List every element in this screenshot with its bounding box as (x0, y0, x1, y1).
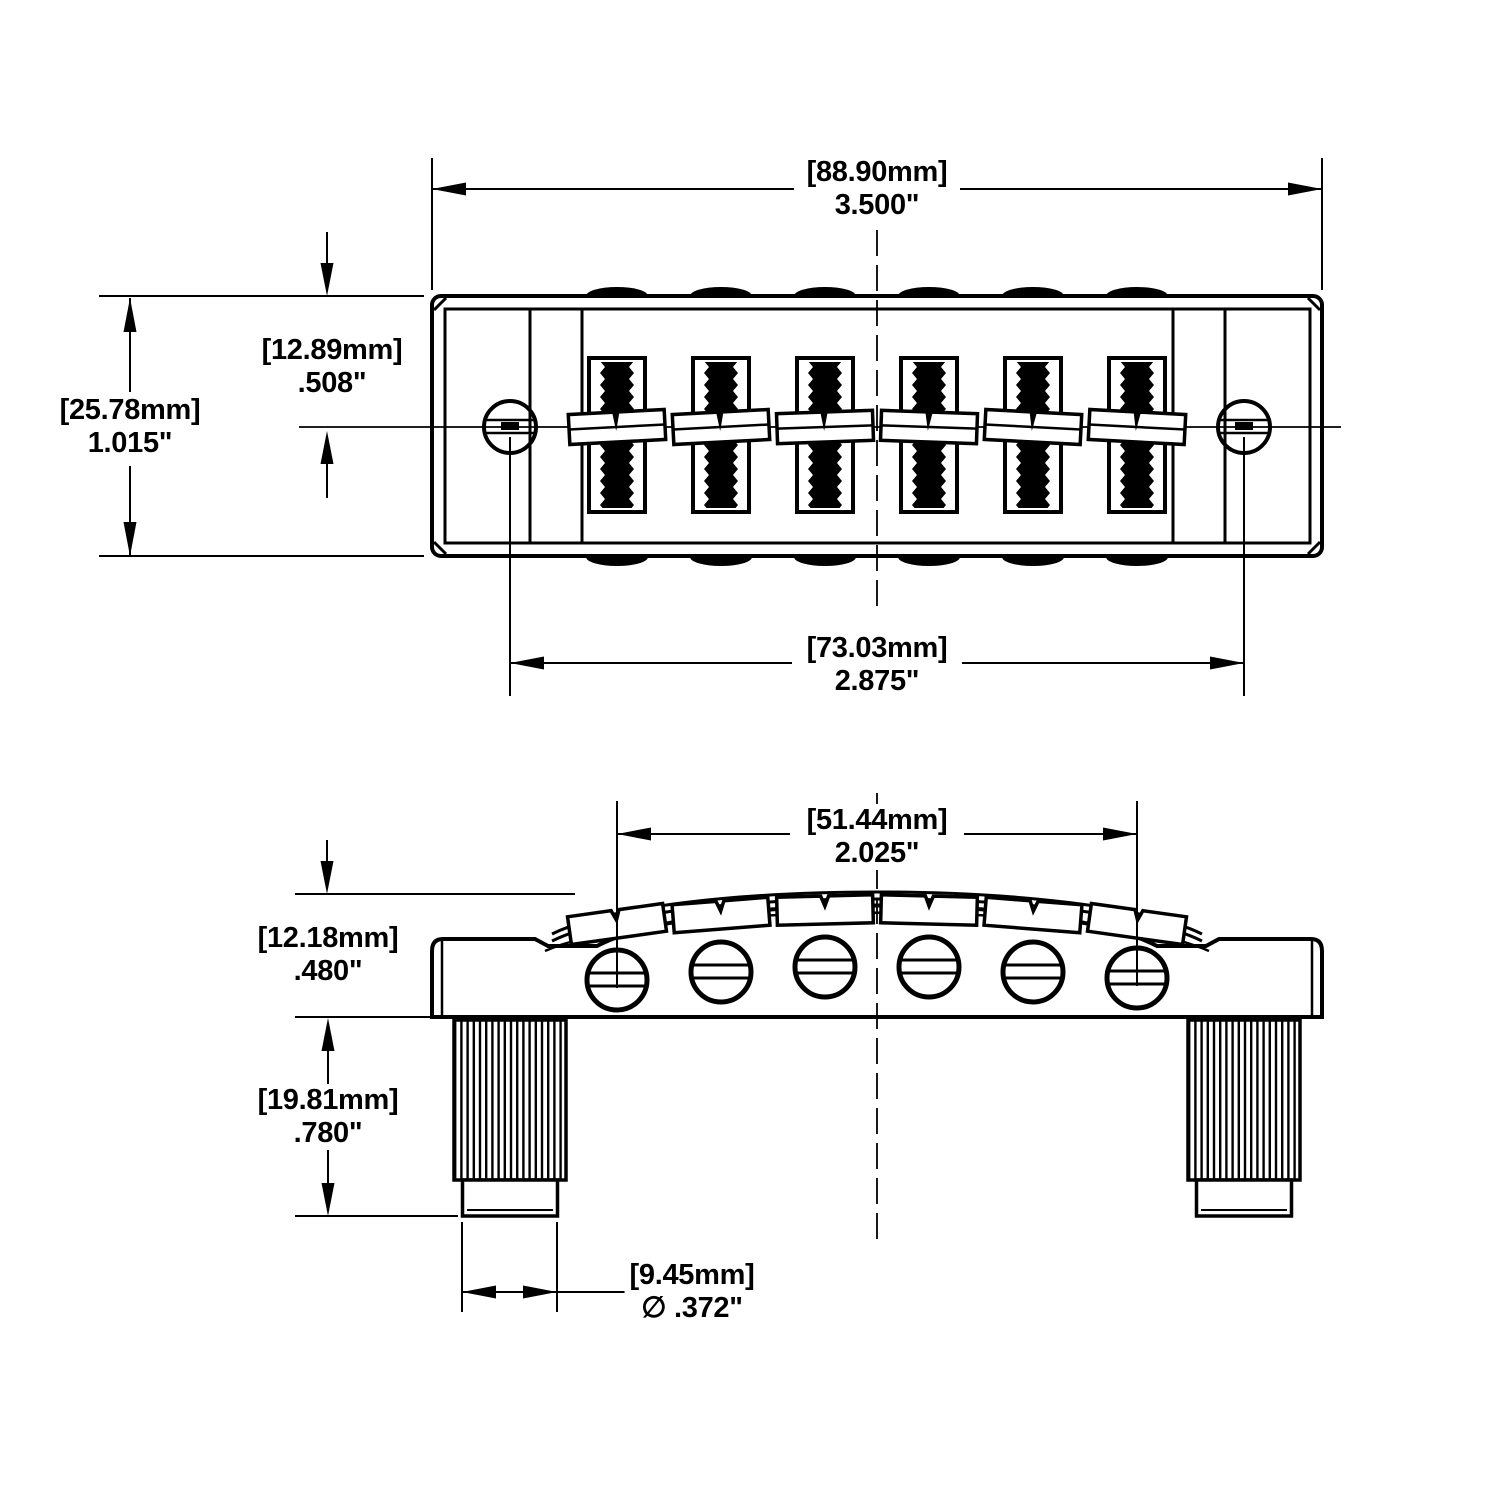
dimension-mm-text: [73.03mm] (806, 632, 948, 664)
dimension-mm-text: [88.90mm] (806, 156, 948, 188)
dimension-inch-text: .780" (293, 1117, 363, 1149)
side-view (295, 793, 1324, 1312)
dimension-inch-text: .480" (293, 955, 363, 987)
dimension-inch-text: .508" (297, 367, 367, 399)
dimension-inch-text: ∅ .372" (641, 1292, 743, 1324)
dimension-string-spread-label: [51.44mm] 2.025" (801, 804, 953, 870)
side-saddle-5 (982, 895, 1084, 935)
dim-overall-width (431, 158, 1323, 290)
dim-post-spacing (509, 437, 1245, 696)
post-slot-right (1220, 418, 1268, 435)
dimension-inch-text: 3.500" (834, 189, 920, 221)
thumbwheel-post-left (452, 1018, 568, 1218)
thumbwheel-post-right (1186, 1018, 1302, 1218)
dimension-mm-text: [19.81mm] (257, 1084, 399, 1116)
dimension-inch-text: 1.015" (87, 427, 173, 459)
dimension-body-height-label: [12.18mm] .480" (252, 922, 404, 988)
dimension-inch-text: 2.875" (834, 665, 920, 697)
top-view (99, 158, 1341, 696)
dimension-overall-width-label: [88.90mm] 3.500" (801, 156, 953, 222)
dimension-mm-text: [12.18mm] (257, 922, 399, 954)
screw-head-5 (1003, 942, 1063, 1002)
dimension-mm-text: [9.45mm] (629, 1259, 755, 1291)
dim-string-spread (616, 801, 1138, 988)
side-saddle-2 (670, 895, 772, 935)
screw-head-3 (795, 937, 855, 997)
dimension-overall-depth-label: [25.78mm] 1.015" (54, 394, 206, 460)
dimension-edge-to-center-label: [12.89mm] .508" (256, 334, 408, 400)
dimension-mm-text: [25.78mm] (59, 394, 201, 426)
dimension-mm-text: [12.89mm] (261, 334, 403, 366)
dim-body-height (295, 840, 575, 1086)
dimension-post-diameter-label: [9.45mm] ∅ .372" (624, 1259, 760, 1325)
dim-post-length (295, 1148, 458, 1217)
screw-head-2 (691, 942, 751, 1002)
dim-post-diameter (461, 1222, 627, 1312)
dimension-post-spacing-label: [73.03mm] 2.875" (801, 632, 953, 698)
screw-head-4 (899, 937, 959, 997)
dimension-inch-text: 2.025" (834, 837, 920, 869)
dim-overall-depth (99, 295, 424, 557)
post-slot-left (486, 418, 534, 435)
dim-edge-to-center (320, 232, 334, 498)
dimension-mm-text: [51.44mm] (806, 804, 948, 836)
dimension-post-length-label: [19.81mm] .780" (252, 1084, 404, 1150)
